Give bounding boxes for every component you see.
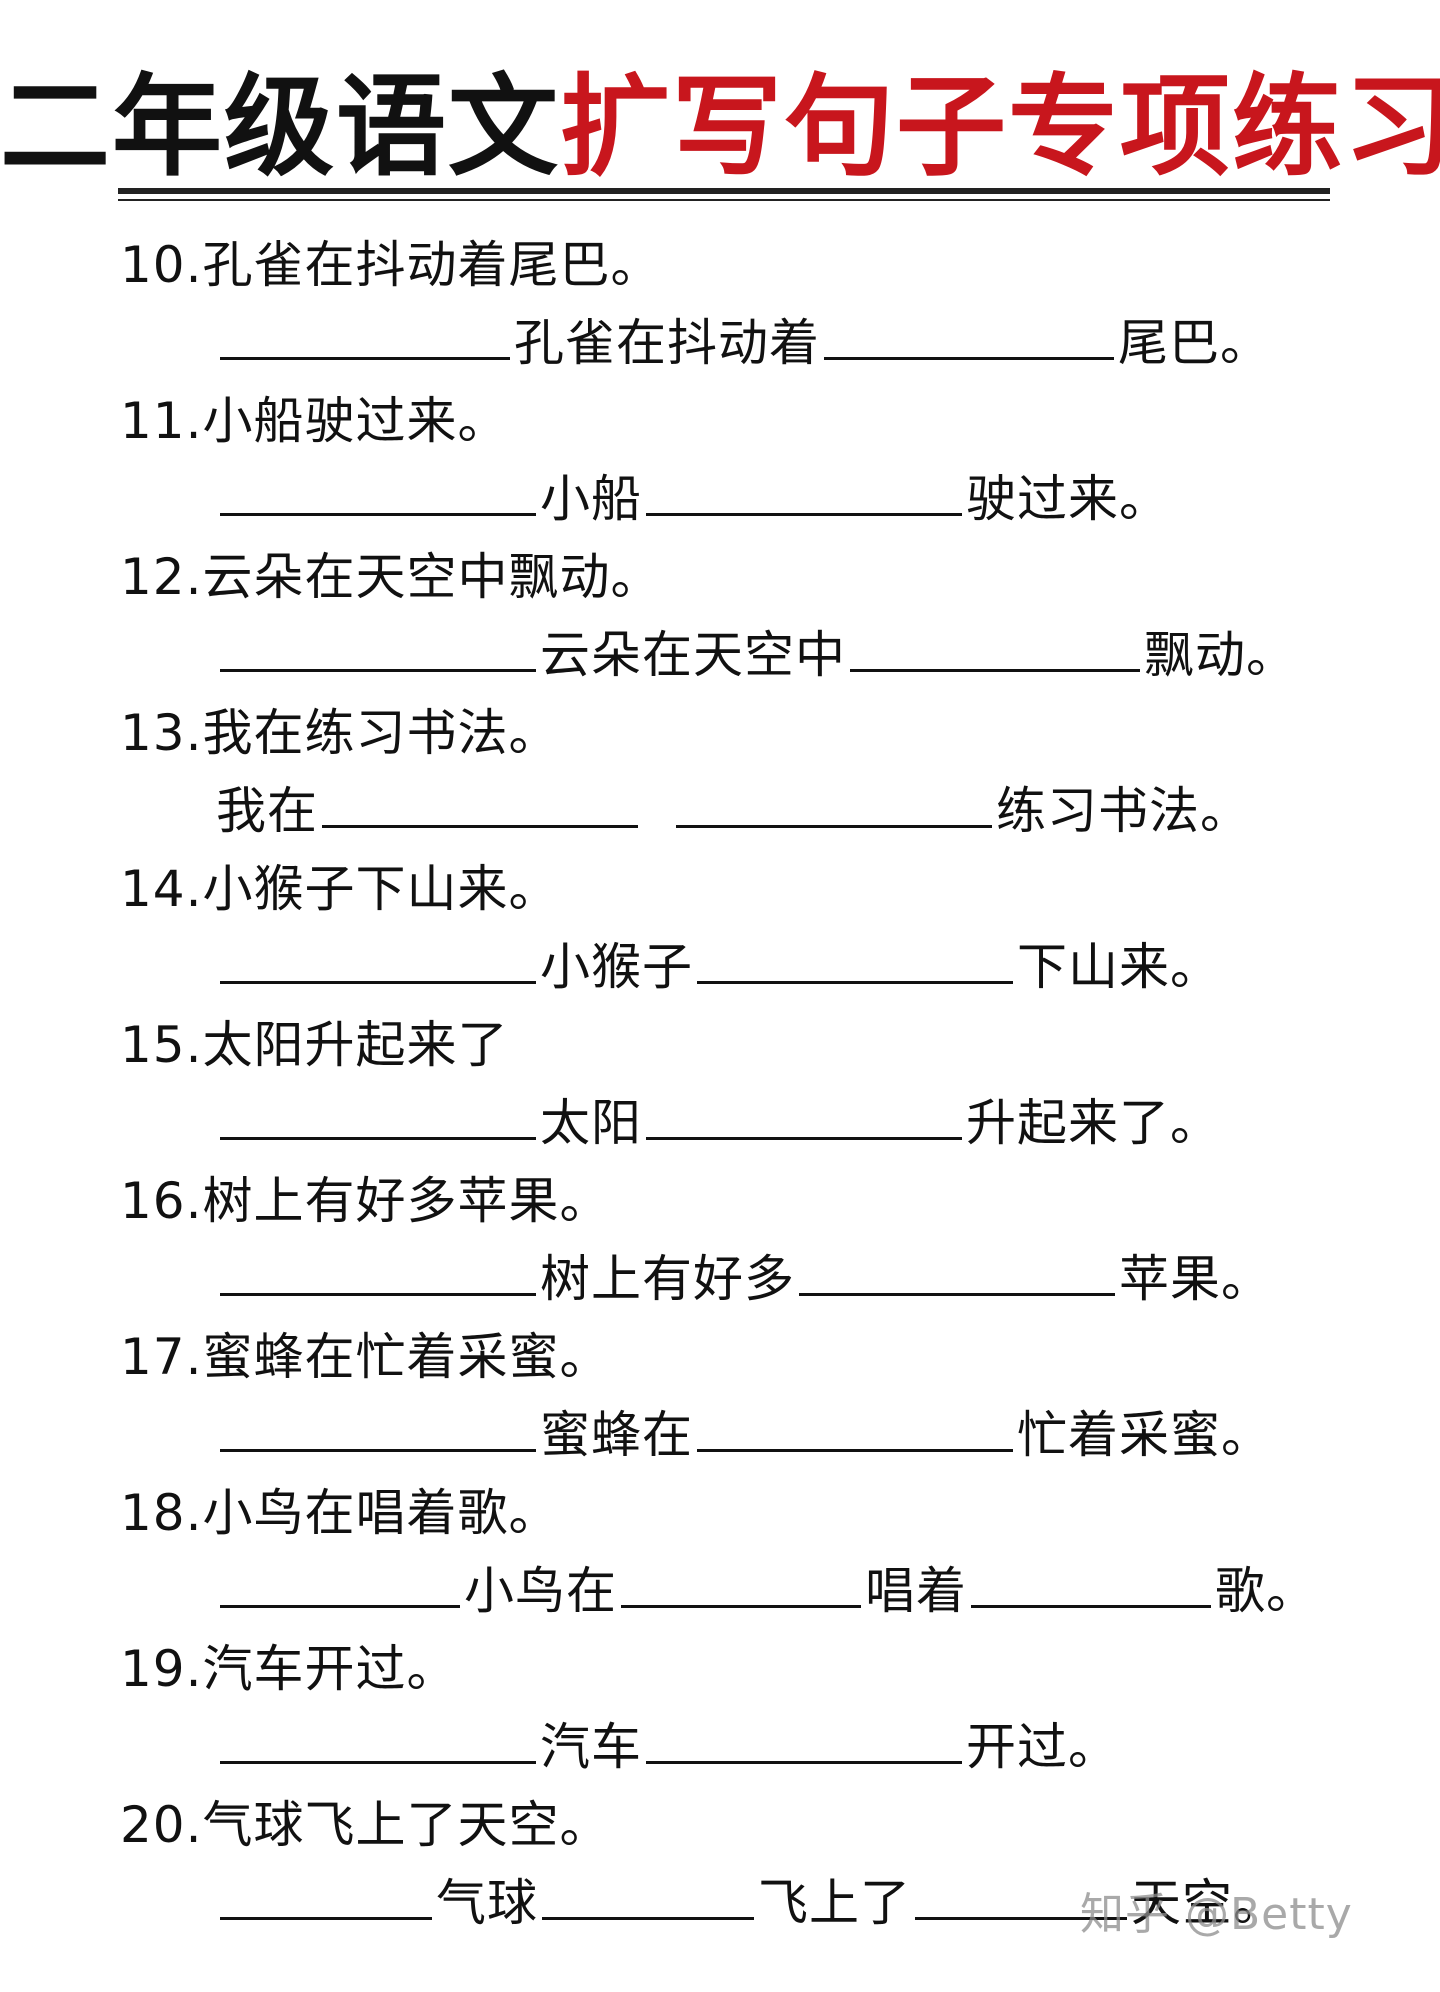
question-15: 15.太阳升起来了 bbox=[120, 1016, 509, 1074]
answer-line-10: 孔雀在抖动着 尾巴。 bbox=[120, 304, 1340, 382]
answer-blank[interactable] bbox=[220, 941, 536, 984]
answer-text: 飘动。 bbox=[1144, 626, 1297, 684]
watermark: 知乎 @Betty bbox=[1080, 1889, 1353, 1940]
answer-blank[interactable] bbox=[646, 1097, 962, 1140]
answer-text: 歌。 bbox=[1215, 1562, 1317, 1620]
question-10: 10.孔雀在抖动着尾巴。 bbox=[120, 236, 662, 294]
question-16: 16.树上有好多苹果。 bbox=[120, 1172, 611, 1230]
answer-blank[interactable] bbox=[220, 1565, 460, 1608]
answer-line-16: 树上有好多 苹果。 bbox=[120, 1240, 1340, 1318]
title-red-part: 扩写句子专项练习 bbox=[560, 62, 1440, 191]
question-19: 19.汽车开过。 bbox=[120, 1640, 458, 1698]
answer-text: 练习书法。 bbox=[996, 782, 1251, 840]
answer-text: 树上有好多 bbox=[540, 1250, 795, 1308]
answer-text: 苹果。 bbox=[1119, 1250, 1272, 1308]
answer-text: 天空。 bbox=[1131, 1874, 1284, 1932]
answer-blank[interactable] bbox=[799, 1253, 1115, 1296]
answer-text: 云朵在天空中 bbox=[540, 626, 846, 684]
answer-blank[interactable] bbox=[542, 1877, 754, 1920]
answer-text: 忙着采蜜。 bbox=[1017, 1406, 1272, 1464]
answer-blank[interactable] bbox=[220, 1409, 536, 1452]
answer-blank[interactable] bbox=[220, 1721, 536, 1764]
answer-blank[interactable] bbox=[220, 473, 536, 516]
question-14: 14.小猴子下山来。 bbox=[120, 860, 560, 918]
answer-blank[interactable] bbox=[915, 1877, 1127, 1920]
question-20: 20.气球飞上了天空。 bbox=[120, 1796, 611, 1854]
page-title: 二年级语文扩写句子专项练习 bbox=[0, 62, 1440, 192]
answer-line-14: 小猴子 下山来。 bbox=[120, 928, 1340, 1006]
answer-blank[interactable] bbox=[322, 785, 638, 828]
answer-blank[interactable] bbox=[646, 473, 962, 516]
title-black-part: 二年级语文 bbox=[0, 62, 560, 191]
answer-line-20: 气球 飞上了 天空。 bbox=[120, 1864, 1340, 1942]
answer-line-17: 蜜蜂在 忙着采蜜。 bbox=[120, 1396, 1340, 1474]
answer-text: 小鸟在 bbox=[464, 1562, 617, 1620]
answer-blank[interactable] bbox=[646, 1721, 962, 1764]
answer-line-18: 小鸟在 唱着 歌。 bbox=[120, 1552, 1340, 1630]
answer-text: 尾巴。 bbox=[1118, 314, 1271, 372]
answer-blank[interactable] bbox=[697, 1409, 1013, 1452]
title-rule-thick bbox=[118, 188, 1330, 194]
answer-text: 唱着 bbox=[865, 1562, 967, 1620]
answer-text: 汽车 bbox=[540, 1718, 642, 1776]
title-rule-thin bbox=[118, 199, 1330, 201]
answer-line-15: 太阳 升起来了。 bbox=[120, 1084, 1340, 1162]
question-17: 17.蜜蜂在忙着采蜜。 bbox=[120, 1328, 611, 1386]
answer-blank[interactable] bbox=[220, 317, 510, 360]
question-18: 18.小鸟在唱着歌。 bbox=[120, 1484, 560, 1542]
answer-blank[interactable] bbox=[676, 785, 992, 828]
answer-text: 驶过来。 bbox=[966, 470, 1170, 528]
answer-blank[interactable] bbox=[220, 1253, 536, 1296]
answer-text: 孔雀在抖动着 bbox=[514, 314, 820, 372]
answer-blank[interactable] bbox=[220, 1877, 432, 1920]
question-11: 11.小船驶过来。 bbox=[120, 392, 509, 450]
exercise-list: 10.孔雀在抖动着尾巴。 孔雀在抖动着尾巴。 11.小船驶过来。 小船驶过来。 … bbox=[120, 226, 1340, 1942]
answer-blank[interactable] bbox=[697, 941, 1013, 984]
answer-text: 太阳 bbox=[540, 1094, 642, 1152]
answer-blank[interactable] bbox=[220, 1097, 536, 1140]
answer-text: 蜜蜂在 bbox=[540, 1406, 693, 1464]
question-13: 13.我在练习书法。 bbox=[120, 704, 560, 762]
answer-text: 小猴子 bbox=[540, 938, 693, 996]
answer-blank[interactable] bbox=[850, 629, 1140, 672]
answer-text: 下山来。 bbox=[1017, 938, 1221, 996]
answer-line-11: 小船 驶过来。 bbox=[120, 460, 1340, 538]
answer-line-12: 云朵在天空中 飘动。 bbox=[120, 616, 1340, 694]
answer-blank[interactable] bbox=[220, 629, 536, 672]
answer-line-19: 汽车 开过。 bbox=[120, 1708, 1340, 1786]
answer-line-13: 我在 练习书法。 bbox=[120, 772, 1340, 850]
answer-blank[interactable] bbox=[824, 317, 1114, 360]
answer-blank[interactable] bbox=[621, 1565, 861, 1608]
answer-text: 升起来了。 bbox=[966, 1094, 1221, 1152]
answer-text: 我在 bbox=[216, 782, 318, 840]
answer-text: 小船 bbox=[540, 470, 642, 528]
answer-text: 气球 bbox=[436, 1874, 538, 1932]
answer-text: 飞上了 bbox=[758, 1874, 911, 1932]
answer-blank[interactable] bbox=[971, 1565, 1211, 1608]
question-12: 12.云朵在天空中飘动。 bbox=[120, 548, 662, 606]
answer-text: 开过。 bbox=[966, 1718, 1119, 1776]
